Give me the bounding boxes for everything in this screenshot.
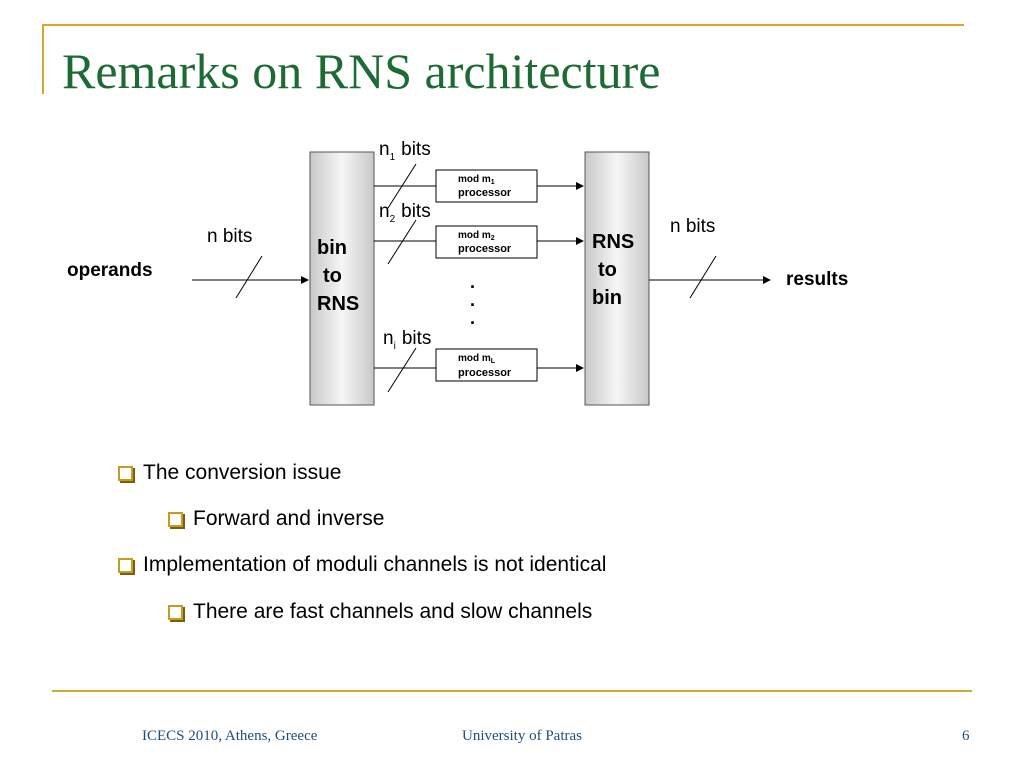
output-bits-label: n bits xyxy=(670,216,715,237)
footer-rule xyxy=(52,690,972,692)
channel-1-proc-line-1: mod m1 xyxy=(458,174,495,186)
channel-l-proc-line-1: mod mL xyxy=(458,353,496,365)
channel-l-processor xyxy=(435,348,538,382)
bin-to-rns-block xyxy=(309,151,375,406)
bullet-text: Forward and inverse xyxy=(193,507,385,530)
bullet-text: There are fast channels and slow channel… xyxy=(193,600,593,623)
left-block-line-2: to xyxy=(323,265,342,287)
results-label: results xyxy=(786,269,848,290)
bullet-text: Implementation of moduli channels is not… xyxy=(143,553,607,576)
channel-l-proc-line-2: processor xyxy=(458,367,512,379)
ellipsis-dot-2: . xyxy=(470,290,475,310)
right-block-line-3: bin xyxy=(592,287,622,309)
channel-2-processor xyxy=(435,225,538,259)
checkbox-bullet-icon xyxy=(168,511,183,527)
right-block-line-1: RNS xyxy=(592,231,634,253)
bullet-item: Implementation of moduli channels is not… xyxy=(118,553,606,577)
checkbox-bullet-icon xyxy=(118,465,133,481)
page-number: 6 xyxy=(962,728,970,744)
left-block-line-3: RNS xyxy=(317,293,359,315)
channel-2-proc-line-1: mod m2 xyxy=(458,230,495,242)
frame-top-rule xyxy=(42,24,964,26)
footer-university: University of Patras xyxy=(462,728,582,744)
bullet-item: The conversion issue xyxy=(118,461,341,485)
slide-title: Remarks on RNS architecture xyxy=(62,43,661,99)
bullet-text: The conversion issue xyxy=(143,461,342,484)
left-block-label: bin to RNS xyxy=(317,237,359,315)
checkbox-bullet-icon xyxy=(118,557,133,573)
right-block-label: RNS to bin xyxy=(592,231,640,309)
output-bus-slash xyxy=(689,255,717,299)
input-bus-slash xyxy=(235,255,263,299)
channel-1-proc-line-2: processor xyxy=(458,187,512,199)
channel-1-bus-slash xyxy=(387,163,417,209)
frame-left-rule xyxy=(42,24,44,94)
left-block-line-1: bin xyxy=(317,237,347,259)
input-bits-label: n bits xyxy=(207,226,252,247)
operands-label: operands xyxy=(67,260,153,281)
channel-2-bus-slash xyxy=(387,219,417,265)
footer-conference: ICECS 2010, Athens, Greece xyxy=(142,728,318,744)
channel-1-processor xyxy=(435,169,538,203)
bullet-item: There are fast channels and slow channel… xyxy=(168,600,592,624)
channel-2-proc-line-2: processor xyxy=(458,243,512,255)
rns-to-bin-block xyxy=(584,151,650,406)
ellipsis-dot-1: . xyxy=(470,272,475,292)
channel-l-bus-slash xyxy=(387,347,417,393)
right-block-line-2: to xyxy=(598,259,617,281)
checkbox-bullet-icon xyxy=(168,604,183,620)
bullet-item: Forward and inverse xyxy=(168,507,384,531)
ellipsis-dot-3: . xyxy=(470,308,475,328)
